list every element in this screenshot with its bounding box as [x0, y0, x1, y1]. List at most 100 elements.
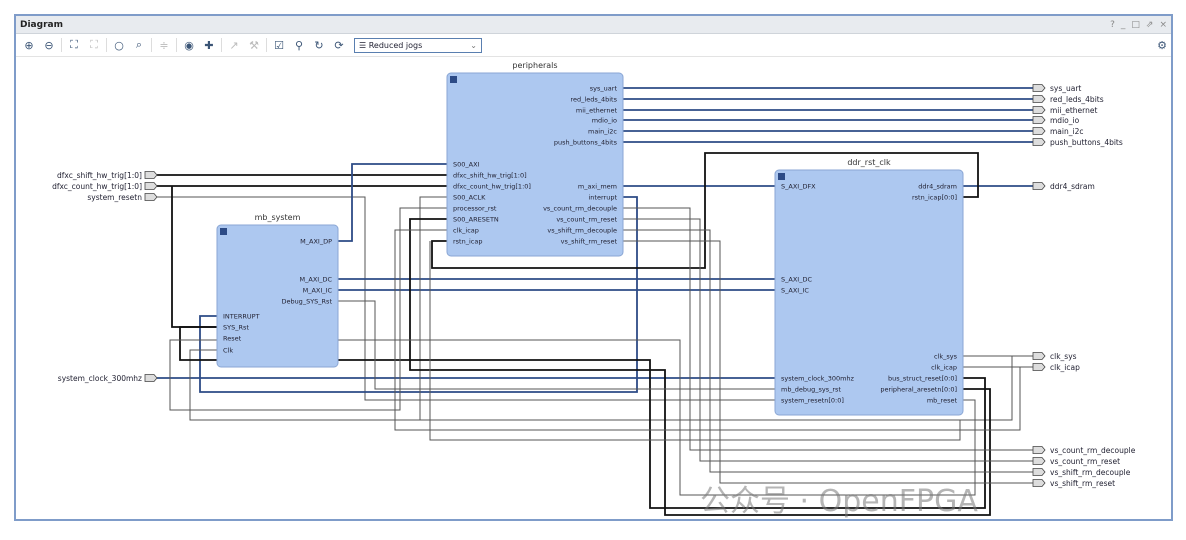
- help-button[interactable]: ?: [1110, 19, 1115, 30]
- pin-label[interactable]: bus_struct_reset[0:0]: [888, 375, 957, 383]
- pin-label[interactable]: push_buttons_4bits: [554, 139, 618, 147]
- pin-icon[interactable]: ⚲: [294, 38, 304, 52]
- expand-icon[interactable]: [450, 76, 457, 83]
- pin-label[interactable]: interrupt: [589, 194, 618, 202]
- pin-label[interactable]: vs_count_rm_reset: [556, 216, 617, 224]
- pin-label[interactable]: rstn_icap[0:0]: [912, 194, 957, 202]
- output-port[interactable]: vs_shift_rm_decouple: [1032, 468, 1131, 477]
- pin-label[interactable]: vs_count_rm_decouple: [543, 205, 617, 213]
- float-button[interactable]: ⇗: [1145, 19, 1154, 30]
- pin-label[interactable]: ddr4_sdram: [918, 183, 957, 191]
- zoom-out-icon[interactable]: ⊖: [44, 38, 54, 52]
- pin-label[interactable]: dfxc_shift_hw_trig[1:0]: [453, 172, 527, 180]
- pin-label[interactable]: clk_icap: [931, 364, 957, 372]
- pin-label[interactable]: vs_shift_rm_reset: [561, 238, 618, 246]
- close-button[interactable]: ×: [1159, 19, 1167, 30]
- pin-label[interactable]: clk_sys: [934, 353, 958, 361]
- net-wire[interactable]: [179, 326, 986, 509]
- validate-icon[interactable]: ◉: [184, 38, 194, 52]
- pin-label[interactable]: SYS_Rst: [223, 324, 249, 332]
- zoom-in-icon[interactable]: ⊕: [24, 38, 34, 52]
- output-port[interactable]: ddr4_sdram: [1032, 182, 1095, 191]
- refresh-icon[interactable]: ↻: [314, 38, 324, 52]
- net-wire[interactable]: [169, 207, 976, 496]
- net-wire[interactable]: [199, 196, 638, 393]
- maximize-button[interactable]: □: [1131, 19, 1140, 30]
- net-wire[interactable]: [623, 240, 1033, 484]
- net-wire[interactable]: [419, 196, 447, 420]
- pin-label[interactable]: vs_shift_rm_decouple: [547, 227, 617, 235]
- checklist-icon[interactable]: ☑: [274, 38, 284, 52]
- output-port[interactable]: push_buttons_4bits: [1032, 138, 1123, 147]
- block-body[interactable]: [446, 72, 624, 257]
- pin-label[interactable]: INTERRUPT: [223, 313, 260, 321]
- output-port[interactable]: mdio_io: [1032, 116, 1080, 125]
- output-port[interactable]: clk_sys: [1032, 352, 1077, 361]
- net-wire[interactable]: [623, 218, 1033, 462]
- block-body[interactable]: [216, 224, 339, 368]
- net-wire[interactable]: [171, 186, 217, 328]
- net-wire[interactable]: [394, 229, 1021, 431]
- search-icon[interactable]: ⌕: [135, 38, 143, 51]
- routing-select[interactable]: ☰ Reduced jogs ⌄: [354, 37, 482, 53]
- net-wire[interactable]: [409, 218, 991, 516]
- pin-label[interactable]: m_axi_mem: [578, 183, 617, 191]
- block-body[interactable]: [774, 169, 964, 416]
- pin-label[interactable]: M_AXI_IC: [303, 287, 333, 295]
- output-port[interactable]: vs_shift_rm_reset: [1032, 479, 1115, 488]
- pin-label[interactable]: rstn_icap: [453, 238, 482, 246]
- pin-label[interactable]: dfxc_count_hw_trig[1:0]: [453, 183, 531, 191]
- pin-label[interactable]: M_AXI_DP: [300, 238, 332, 246]
- pin-label[interactable]: M_AXI_DC: [300, 276, 333, 284]
- net-wire[interactable]: [189, 349, 1013, 421]
- output-port[interactable]: main_i2c: [1032, 127, 1083, 136]
- wrench-icon[interactable]: ⚒: [249, 38, 259, 52]
- add-icon[interactable]: ✚: [204, 38, 214, 52]
- input-port[interactable]: dfxc_shift_hw_trig[1:0]: [57, 171, 158, 180]
- output-port[interactable]: clk_icap: [1032, 363, 1080, 372]
- circle-icon[interactable]: ○: [114, 38, 124, 52]
- pin-label[interactable]: S00_AXI: [453, 161, 480, 169]
- pin-label[interactable]: mii_ethernet: [576, 107, 618, 115]
- pin-label[interactable]: mb_reset: [927, 397, 958, 405]
- align-icon[interactable]: ≑: [159, 38, 169, 52]
- pin-label[interactable]: red_leds_4bits: [571, 96, 618, 104]
- pin-label[interactable]: Debug_SYS_Rst: [281, 298, 332, 306]
- expand-icon[interactable]: [220, 228, 227, 235]
- pin-label[interactable]: peripheral_aresetn[0:0]: [880, 386, 957, 394]
- output-port[interactable]: vs_count_rm_reset: [1032, 457, 1120, 466]
- net-wire[interactable]: [623, 207, 1033, 451]
- input-port[interactable]: system_clock_300mhz: [58, 374, 158, 383]
- pin-label[interactable]: system_resetn[0:0]: [781, 397, 844, 405]
- pin-label[interactable]: clk_icap: [453, 227, 479, 235]
- route-icon[interactable]: ↗: [229, 38, 239, 52]
- pin-label[interactable]: sys_uart: [590, 85, 618, 93]
- pin-label[interactable]: S00_ARESETN: [453, 216, 499, 224]
- gear-icon[interactable]: ⚙: [1157, 38, 1167, 52]
- pin-label[interactable]: processor_rst: [453, 205, 497, 213]
- pin-label[interactable]: S00_ACLK: [453, 194, 486, 202]
- pin-label[interactable]: S_AXI_DC: [781, 276, 812, 284]
- net-wire[interactable]: [157, 196, 775, 401]
- fit-icon[interactable]: ⛶: [70, 38, 78, 51]
- output-port[interactable]: mii_ethernet: [1032, 106, 1097, 115]
- pin-label[interactable]: Reset: [223, 335, 242, 343]
- expand-icon[interactable]: [778, 173, 785, 180]
- block-peripherals[interactable]: peripheralsS00_AXIdfxc_shift_hw_trig[1:0…: [446, 61, 624, 257]
- pin-label[interactable]: Clk: [223, 347, 233, 355]
- regenerate-icon[interactable]: ⟳: [334, 38, 344, 52]
- net-wire[interactable]: [338, 163, 447, 242]
- block-mb-system[interactable]: mb_systemINTERRUPTSYS_RstResetClkM_AXI_D…: [216, 213, 339, 368]
- net-wire[interactable]: [431, 152, 979, 269]
- pin-label[interactable]: mdio_io: [592, 117, 617, 125]
- input-port[interactable]: system_resetn: [87, 193, 158, 202]
- output-port[interactable]: vs_count_rm_decouple: [1032, 446, 1136, 455]
- pin-label[interactable]: S_AXI_DFX: [781, 183, 816, 191]
- pin-label[interactable]: main_i2c: [588, 128, 617, 136]
- input-port[interactable]: dfxc_count_hw_trig[1:0]: [52, 182, 158, 191]
- output-port[interactable]: red_leds_4bits: [1032, 95, 1104, 104]
- pin-label[interactable]: S_AXI_IC: [781, 287, 809, 295]
- net-wire[interactable]: [338, 300, 775, 390]
- net-wire[interactable]: [429, 241, 961, 441]
- pin-label[interactable]: mb_debug_sys_rst: [781, 386, 841, 394]
